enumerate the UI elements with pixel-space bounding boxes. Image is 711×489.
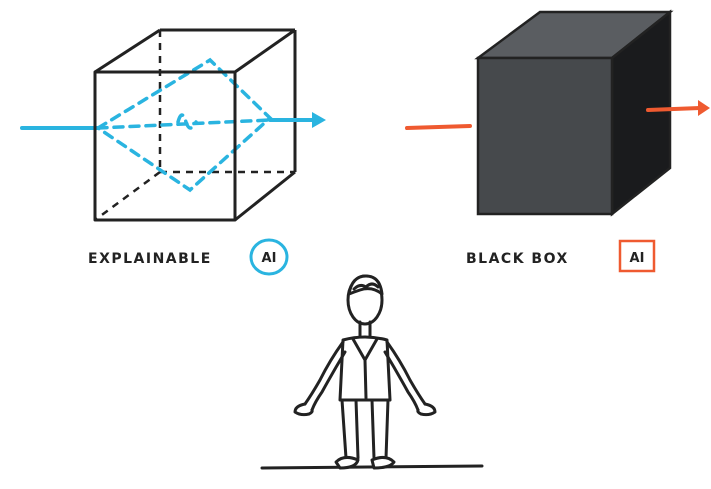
ai-tag-circle (249, 238, 289, 276)
explainable-label: EXPLAINABLE (88, 251, 212, 267)
transparent-cube (93, 28, 297, 222)
cube-hidden-edges (94, 30, 295, 222)
ai-tag-box (618, 239, 656, 273)
explainable-ai-group: EXPLAINABLE AI (20, 28, 326, 276)
output-arrow-right (646, 100, 710, 116)
person-left-arm (303, 340, 345, 406)
person-legs (340, 398, 390, 460)
black-box-ai-group: BLACK BOX AI (405, 9, 710, 273)
person-figure (260, 274, 484, 470)
input-arrow-right (405, 124, 472, 130)
person-right-arm (385, 340, 427, 406)
cube-internal-path (94, 57, 273, 193)
black-box-ai-tag: AI (630, 251, 645, 266)
black-box-label: BLACK BOX (466, 251, 569, 267)
explainable-ai-tag: AI (262, 251, 277, 266)
output-arrow-left (268, 112, 326, 128)
ground-line (260, 464, 484, 470)
black-box-cube (474, 9, 674, 217)
